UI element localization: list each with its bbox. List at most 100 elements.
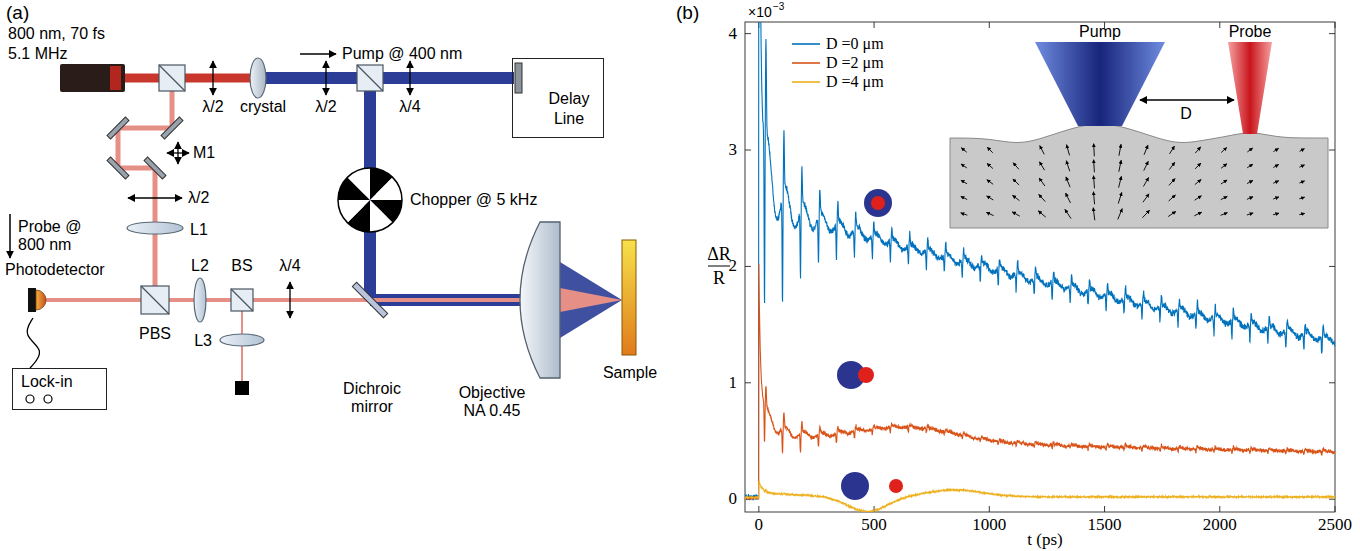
strain-arrow (1247, 180, 1253, 183)
pump-beam (258, 72, 514, 84)
delay-mirror (515, 63, 522, 93)
axis-tick (745, 150, 751, 151)
beamsplitter-cube (231, 289, 253, 311)
strain-arrow (1013, 195, 1020, 200)
strain-arrow (1299, 213, 1304, 214)
strain-arrow (987, 180, 993, 185)
laser-source: 800 nm, 70 fs 5.1 MHz (8, 24, 138, 94)
axis-label: ΔR (707, 244, 731, 265)
strain-arrow (1273, 181, 1279, 184)
probe-beam (116, 128, 121, 168)
sample-plate (622, 240, 636, 355)
axis-tick (1329, 150, 1335, 151)
chopper-label: Chopper @ 5 kHz (410, 191, 537, 209)
legend-label: D =4 μm (826, 73, 884, 91)
strain-arrow (1170, 146, 1175, 154)
probe-spot-icon (871, 196, 885, 210)
axis-tick (1104, 506, 1105, 512)
strain-arrow (961, 213, 968, 215)
chopper-rim (338, 168, 402, 232)
strain-arrow (1169, 162, 1175, 169)
strain-arrow (1247, 213, 1253, 215)
axis-tick (1335, 22, 1336, 28)
chopper-sector (338, 200, 370, 223)
beam-dump (235, 381, 249, 395)
axis-tick (1335, 506, 1336, 512)
strain-arrow (1119, 176, 1122, 187)
axis-tick (758, 506, 759, 512)
strain-arrow (961, 197, 967, 200)
mirror-label: Dichroic mirror (335, 380, 409, 417)
objective-lens (520, 222, 560, 378)
strain-arrow (1093, 160, 1095, 173)
waveplate-symbol (409, 61, 410, 95)
probe-label: Probe (1229, 23, 1272, 41)
lens-symbol (194, 278, 206, 322)
strain-arrow (1039, 194, 1046, 201)
objective-label: Objective NA 0.45 (448, 384, 536, 421)
pump-spot-icon (864, 189, 892, 217)
strain-arrow (1221, 180, 1227, 184)
axis-tick-label: 1 (729, 373, 738, 393)
strain-arrow (1299, 197, 1304, 199)
mirror-symbol (352, 282, 387, 317)
probe-beam (46, 298, 542, 302)
axis-tick (745, 266, 751, 267)
direction-arrow (9, 214, 11, 258)
plot-frame (745, 22, 1335, 512)
strain-arrow (1299, 165, 1304, 167)
axis-tick (989, 22, 990, 28)
axis-tick-label: 1000 (972, 515, 1006, 535)
strain-arrow (1143, 178, 1148, 187)
waveplate-symbol (325, 61, 326, 95)
axis-tick-label: 0 (755, 515, 764, 535)
axis-multiplier: ×10 (748, 4, 772, 20)
detector-body (28, 288, 36, 312)
strain-arrow (1221, 164, 1227, 169)
data-trace (745, 481, 1335, 512)
strain-arrow (1039, 178, 1045, 186)
waveplate-symbol (177, 142, 178, 164)
lock-in-jack (44, 395, 52, 403)
mirror-symbol (107, 157, 129, 179)
material-block (950, 124, 1328, 228)
strain-arrow (1299, 181, 1304, 183)
axis-tick (745, 382, 751, 383)
beamsplitter-cube (357, 65, 383, 91)
beamsplitter-label: PBS (139, 325, 171, 343)
strain-arrow (1169, 195, 1176, 201)
strain-arrow (1093, 176, 1095, 189)
strain-arrow (961, 148, 966, 152)
strain-arrow (1194, 212, 1201, 216)
lens-label: L1 (190, 221, 208, 239)
strain-arrow (1012, 212, 1020, 216)
strain-arrow (1221, 196, 1228, 199)
lens-label: L2 (191, 257, 209, 275)
probe-spot (1228, 42, 1272, 134)
axis-tick-label: 0 (729, 489, 738, 509)
trace-group (745, 22, 1335, 512)
strain-arrow (1142, 210, 1149, 217)
crystal-symbol (250, 58, 266, 98)
sample-label: Sample (603, 364, 657, 382)
strain-arrow (1144, 145, 1148, 155)
strain-arrow (1013, 179, 1019, 185)
setup-panel (10, 54, 636, 403)
strain-arrow (1118, 209, 1123, 220)
strain-arrow (1144, 161, 1148, 170)
legend-label: D =0 μm (826, 35, 884, 53)
strain-arrow (1093, 144, 1095, 157)
axis-tick (989, 506, 990, 512)
strain-arrow (1273, 148, 1278, 151)
chopper-sector (347, 168, 370, 200)
axis-label: t (ps) (1027, 530, 1062, 550)
strain-arrow (1273, 165, 1278, 168)
axis-tick (1219, 22, 1220, 28)
strain-arrow (1118, 192, 1122, 203)
axis-tick-label: 500 (861, 515, 887, 535)
axis-tick (1219, 506, 1220, 512)
strain-arrow (1273, 213, 1279, 215)
waveplate-label: λ/2 (202, 98, 223, 116)
strain-arrow (1195, 179, 1201, 184)
